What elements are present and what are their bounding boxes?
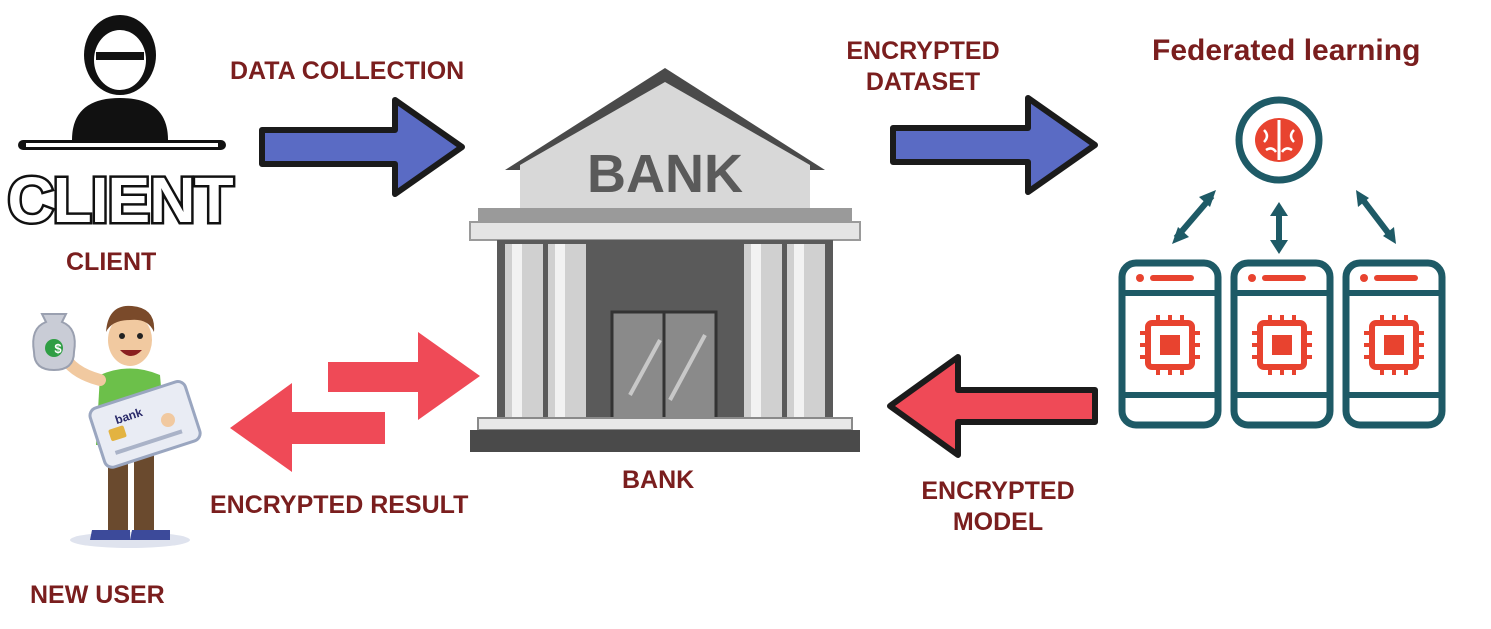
encrypted-dataset-label: ENCRYPTED DATASET xyxy=(828,36,1018,99)
encrypted-result-label: ENCRYPTED RESULT xyxy=(210,491,469,519)
new-user-caption: NEW USER xyxy=(30,581,165,609)
client-icon-text: CLIENT xyxy=(7,164,233,236)
bank-sign-text: BANK xyxy=(587,144,743,204)
mobile-device-chip-icon-2 xyxy=(1230,259,1334,429)
encrypted-dataset-arrow xyxy=(890,95,1098,195)
bank-building-icon xyxy=(469,68,861,452)
mobile-device-chip-icon-3 xyxy=(1342,259,1446,429)
federated-learning-title: Federated learning xyxy=(1152,34,1421,67)
mobile-device-chip-icon-1 xyxy=(1118,259,1222,429)
encrypted-model-label: ENCRYPTED MODEL xyxy=(900,476,1096,539)
encrypted-dataset-line2: DATASET xyxy=(865,68,981,97)
encrypted-model-line2: MODEL xyxy=(952,508,1044,537)
data-collection-label: DATA COLLECTION xyxy=(230,57,465,85)
encrypted-model-line1: ENCRYPTED xyxy=(921,477,1075,505)
bank-caption: BANK xyxy=(622,466,695,494)
encrypted-model-arrow xyxy=(887,354,1098,458)
encrypted-dataset-line1: ENCRYPTED xyxy=(846,37,1000,65)
connection-arrows xyxy=(1172,190,1396,254)
client-person-icon xyxy=(18,15,226,150)
client-caption: CLIENT xyxy=(66,248,157,276)
encrypted-result-arrows xyxy=(230,332,480,472)
new-user-person-icon xyxy=(32,305,202,548)
brain-icon xyxy=(1235,96,1323,184)
data-collection-arrow xyxy=(259,97,465,197)
money-symbol: $ xyxy=(54,341,62,356)
